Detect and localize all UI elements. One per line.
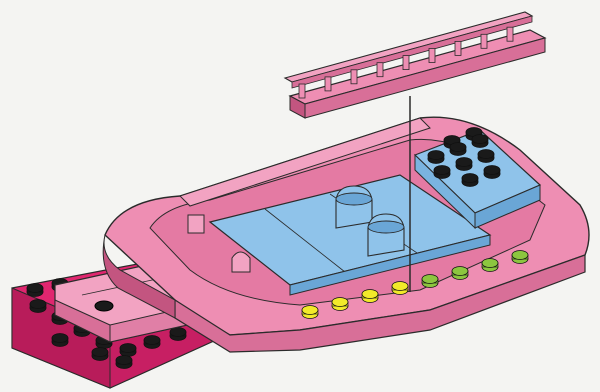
black-stud	[456, 158, 472, 171]
black-stud	[472, 135, 488, 148]
rail-post	[351, 70, 357, 84]
green-stud	[452, 267, 468, 280]
black-stud	[92, 348, 108, 361]
black-stud	[484, 166, 500, 179]
rail-post	[455, 41, 461, 55]
rail-post	[429, 49, 435, 63]
black-stud	[116, 356, 132, 369]
black-stud	[462, 174, 478, 187]
yellow-stud	[332, 298, 348, 311]
rail-post	[403, 56, 409, 70]
rail-post	[377, 63, 383, 77]
black-stud	[52, 334, 68, 347]
black-stud	[434, 166, 450, 179]
black-stud	[30, 300, 46, 313]
seat-left	[336, 186, 372, 228]
black-stud	[450, 143, 466, 156]
railing-piece	[285, 12, 545, 118]
black-stud	[120, 344, 136, 357]
green-stud	[482, 259, 498, 272]
black-stud	[95, 301, 113, 311]
black-stud	[27, 284, 43, 297]
rail-post	[299, 84, 305, 98]
black-stud	[478, 150, 494, 163]
yellow-stud	[302, 306, 318, 319]
yellow-stud	[392, 282, 408, 295]
green-stud	[422, 275, 438, 288]
black-stud	[144, 336, 160, 349]
rail-post	[481, 34, 487, 48]
yellow-stud	[362, 290, 378, 303]
rail-post	[507, 27, 513, 41]
rail-post	[325, 77, 331, 91]
green-stud	[512, 251, 528, 264]
black-stud	[170, 328, 186, 341]
seat-right	[368, 214, 404, 256]
black-stud	[428, 151, 444, 164]
